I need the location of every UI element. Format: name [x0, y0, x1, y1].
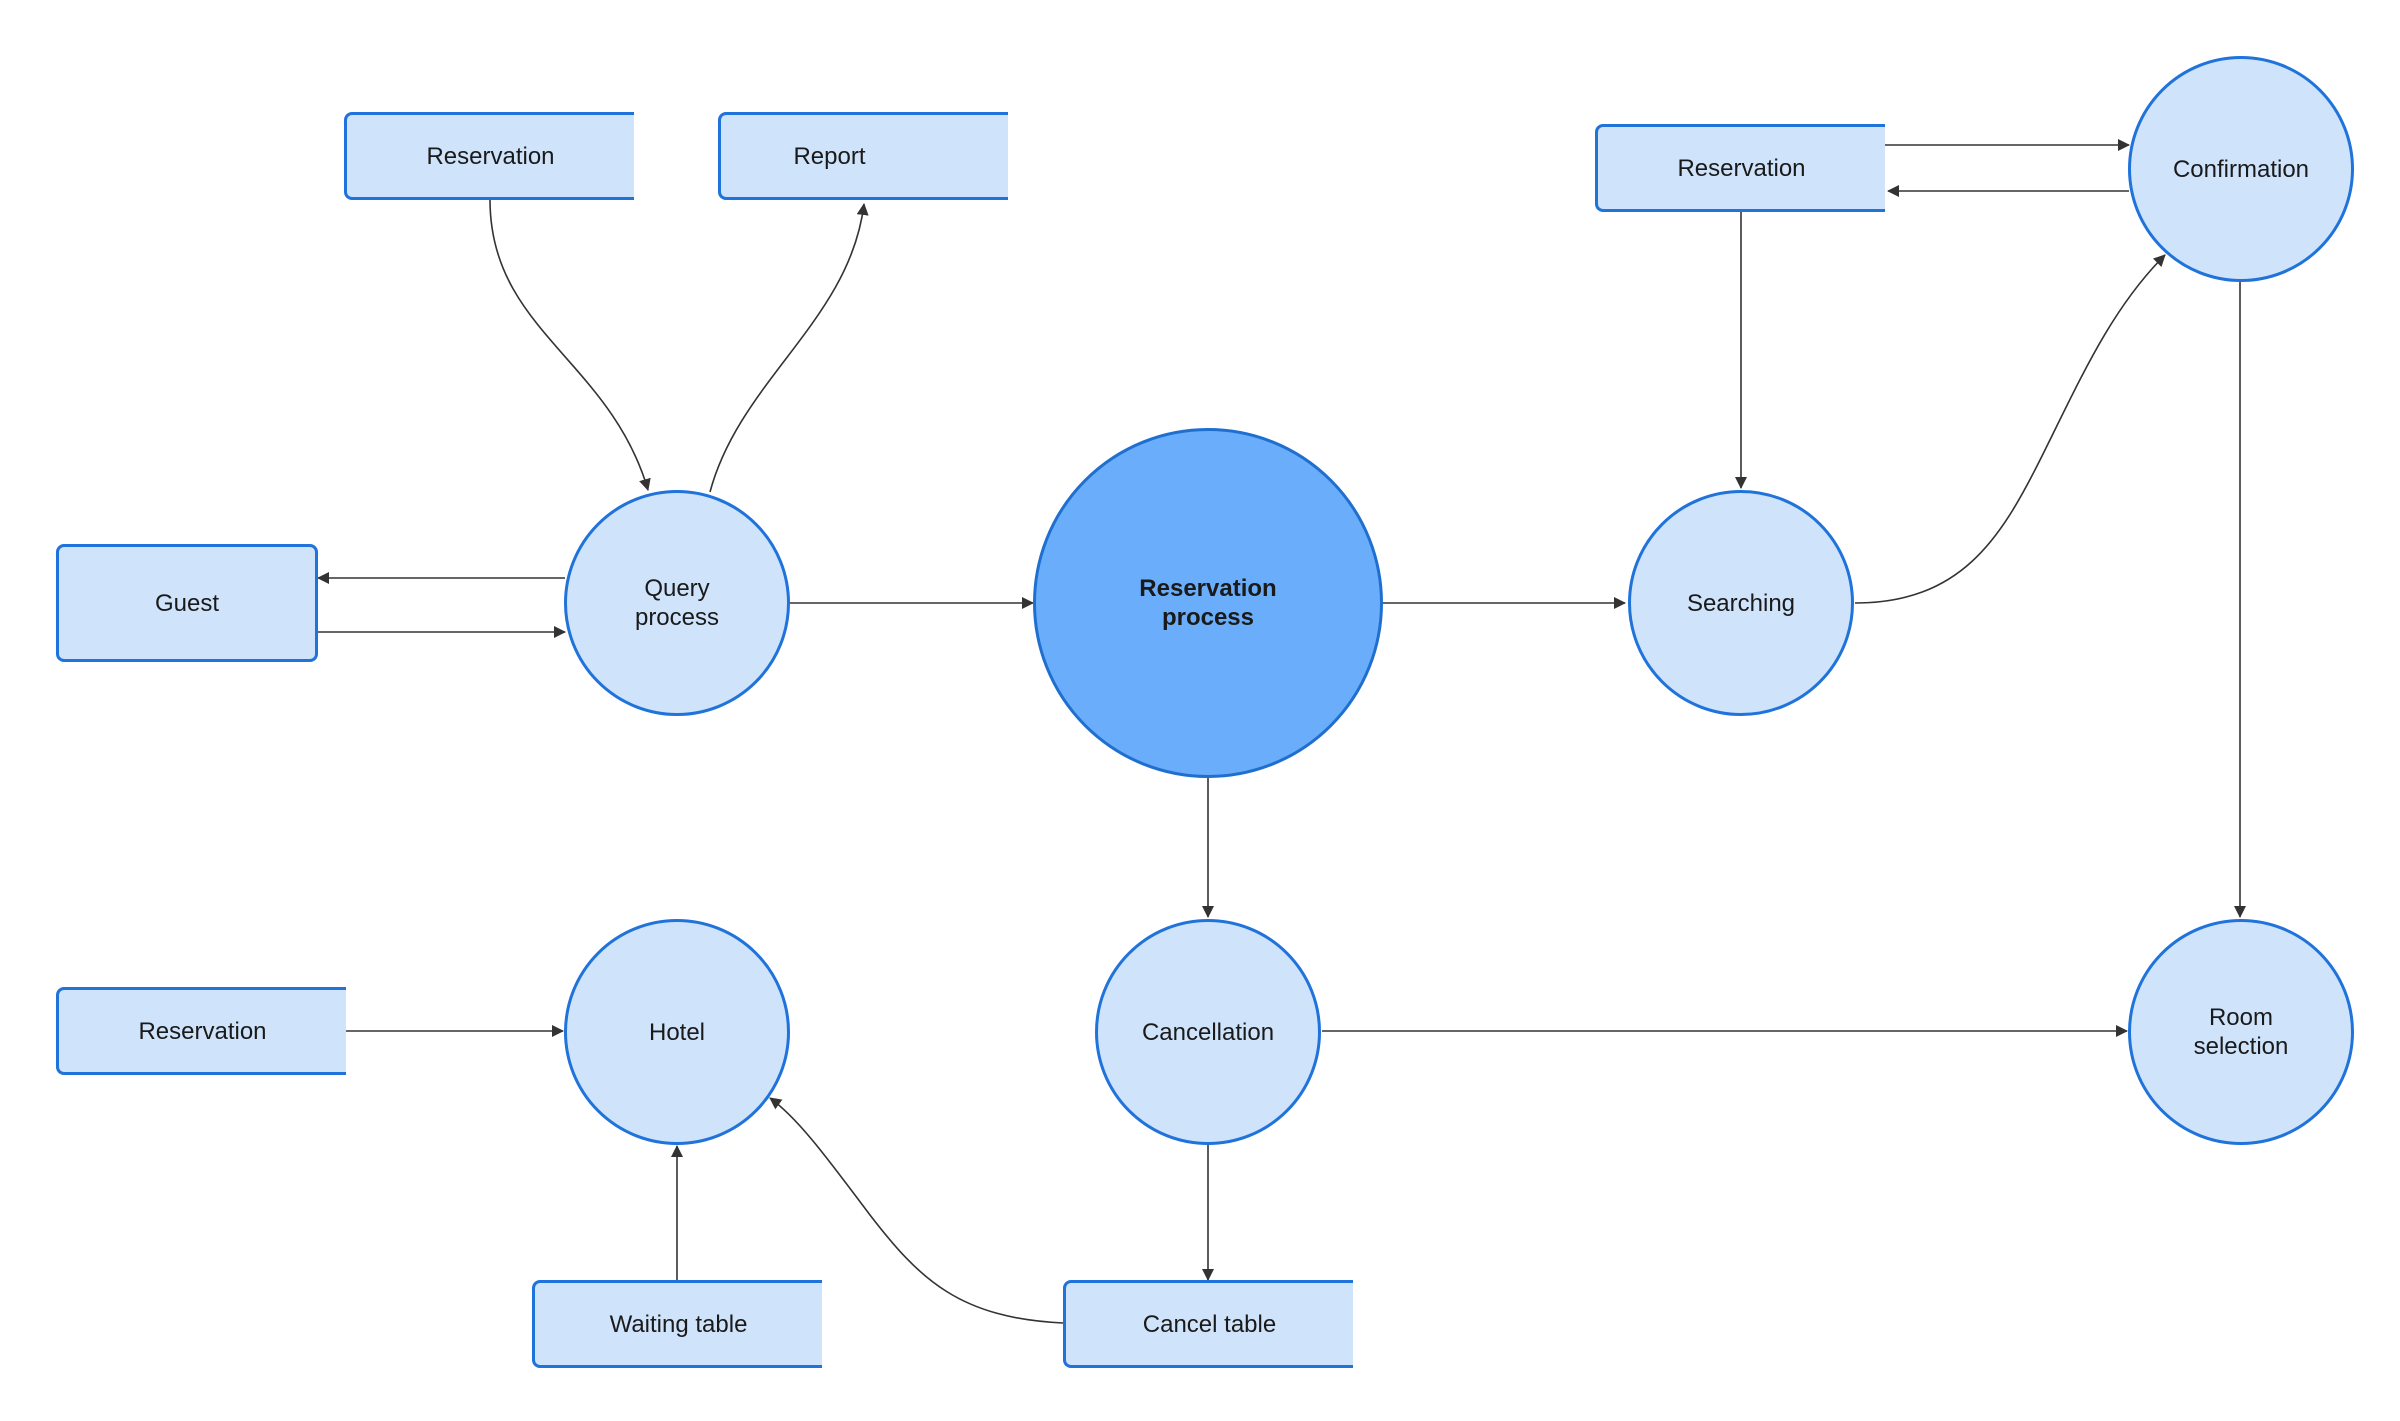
guest-entity-label: Guest [154, 589, 220, 617]
waiting-table-store[interactable]: Waiting table [532, 1280, 822, 1368]
reservation-store-bottom-left-label: Reservation [138, 1017, 267, 1045]
cancellation-node[interactable]: Cancellation [1095, 919, 1321, 1145]
edge-searching-to-confirmation [1854, 254, 2166, 604]
reservation-store-bottom-left[interactable]: Reservation [56, 987, 346, 1075]
report-store-label: Report [793, 142, 866, 170]
hotel-node[interactable]: Hotel [564, 919, 790, 1145]
edge-query-to-report [709, 203, 869, 493]
guest-entity[interactable]: Guest [56, 544, 318, 662]
reservation-store-right[interactable]: Reservation [1595, 124, 1885, 212]
reservation-process-label: Reservation process [1139, 575, 1277, 631]
confirmation-node[interactable]: Confirmation [2128, 56, 2354, 282]
edge-reservation-to-query [489, 199, 651, 491]
cancellation-label: Cancellation [1141, 1018, 1275, 1046]
searching-node[interactable]: Searching [1628, 490, 1854, 716]
reservation-store-top[interactable]: Reservation [344, 112, 634, 200]
confirmation-label: Confirmation [2172, 155, 2310, 183]
hotel-label: Hotel [648, 1018, 706, 1046]
cancel-table-store-label: Cancel table [1142, 1310, 1277, 1338]
room-selection-node[interactable]: Room selection [2128, 919, 2354, 1145]
edge-cancel-table-to-hotel [769, 1097, 1064, 1324]
room-selection-label: Room selection [2193, 1004, 2289, 1060]
query-process-node[interactable]: Query process [564, 490, 790, 716]
reservation-process-node[interactable]: Reservation process [1033, 428, 1383, 778]
searching-label: Searching [1686, 589, 1796, 617]
waiting-table-store-label: Waiting table [609, 1310, 748, 1338]
reservation-store-top-label: Reservation [426, 142, 555, 170]
reservation-store-right-label: Reservation [1677, 154, 1806, 182]
cancel-table-store[interactable]: Cancel table [1063, 1280, 1353, 1368]
report-store[interactable]: Report [718, 112, 1008, 200]
query-process-label: Query process [634, 575, 720, 631]
